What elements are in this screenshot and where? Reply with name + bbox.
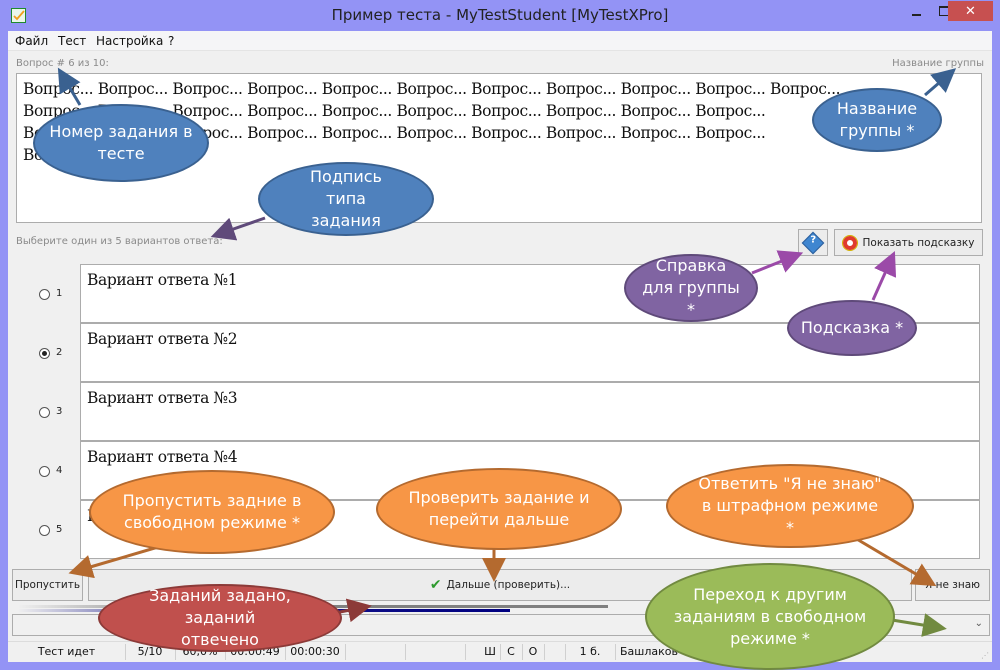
minimize-button[interactable] (901, 1, 931, 21)
resize-grip-icon[interactable]: ⋰ (981, 651, 989, 660)
dont-know-button[interactable]: Я не знаю (915, 569, 990, 601)
menu-help[interactable]: ? (168, 34, 175, 48)
minimize-icon (911, 14, 921, 16)
status-state: Тест идет (37, 645, 96, 658)
status-flag: О (528, 645, 538, 658)
callout-progress: Заданий задано, заданий отвечено (98, 584, 342, 652)
group-name-label: Название группы (892, 58, 984, 69)
question-line: Вопрос... Вопрос... Вопрос... Вопрос... … (23, 80, 841, 98)
answer-text: Вариант ответа №3 (87, 389, 238, 407)
dont-know-label: Я не знаю (924, 579, 981, 591)
next-check-label: Дальше (проверить)... (446, 579, 571, 591)
callout-group-help: Справка для группы * (624, 254, 758, 322)
answer-number: 2 (56, 347, 63, 358)
menu-settings[interactable]: Настройка (96, 34, 164, 48)
question-number-label: Вопрос # 6 из 10: (16, 58, 109, 69)
question-diamond-icon: ? (801, 231, 825, 254)
window-title: Пример теста - MyTestStudent [MyTestXPro… (331, 6, 669, 24)
close-button[interactable]: ✕ (948, 1, 993, 21)
menu-test[interactable]: Тест (58, 34, 87, 48)
status-flag: С (507, 645, 515, 658)
answer-number: 1 (56, 288, 63, 299)
callout-dont-know: Ответить "Я не знаю" в штрафном режиме * (666, 464, 914, 548)
green-check-icon: ✔ (429, 577, 442, 593)
answer-text-box[interactable]: Вариант ответа №3 (80, 382, 980, 441)
question-line: Вопрос... Вопрос... Вопрос... Вопрос... … (23, 124, 766, 142)
answer-radio[interactable] (39, 466, 50, 477)
status-flag: Ш (484, 645, 496, 658)
answer-text: Вариант ответа №1 (87, 271, 238, 289)
callout-type-caption: Подпись типа задания (258, 162, 434, 236)
status-remaining: 00:00:30 (290, 645, 340, 658)
answer-option-row[interactable]: 3 Вариант ответа №3 (8, 382, 992, 441)
lifebuoy-icon (841, 234, 858, 251)
status-score: 1 б. (579, 645, 601, 658)
menu-file[interactable]: Файл (15, 34, 49, 48)
answer-text: Вариант ответа №2 (87, 330, 238, 348)
group-help-button[interactable]: ? (798, 229, 828, 256)
answer-number: 5 (56, 524, 63, 535)
callout-skip: Пропустить задние в свободном режиме * (89, 470, 335, 554)
answer-radio[interactable] (39, 525, 50, 536)
callout-question-number: Номер задания в тесте (33, 104, 209, 182)
answer-number: 3 (56, 406, 63, 417)
callout-check: Проверить задание и перейти дальше (376, 468, 622, 550)
answer-number: 4 (56, 465, 63, 476)
callout-navigate: Переход к другим заданиям в свободном ре… (645, 563, 895, 670)
answer-radio[interactable] (39, 348, 50, 359)
skip-label: Пропустить (14, 579, 81, 591)
show-hint-label: Показать подсказку (862, 236, 975, 249)
close-icon: ✕ (965, 3, 976, 19)
question-line: Вопрос... Вопрос... Вопрос... Вопрос... … (23, 102, 766, 120)
callout-hint: Подсказка * (787, 300, 917, 356)
show-hint-button[interactable]: Показать подсказку (834, 229, 983, 256)
answer-text: Вариант ответа №4 (87, 448, 238, 466)
answer-radio[interactable] (39, 407, 50, 418)
callout-group-name: Название группы * (812, 88, 942, 152)
menu-bar: Файл Тест Настройка ? (8, 31, 992, 51)
answer-radio[interactable] (39, 289, 50, 300)
title-bar: Пример теста - MyTestStudent [MyTestXPro… (0, 0, 1000, 31)
checkmark-app-icon (11, 8, 26, 23)
chevron-down-icon: ⌄ (974, 618, 983, 629)
skip-button[interactable]: Пропустить (12, 569, 83, 601)
question-type-caption: Выберите один из 5 вариантов ответа: (16, 236, 223, 247)
